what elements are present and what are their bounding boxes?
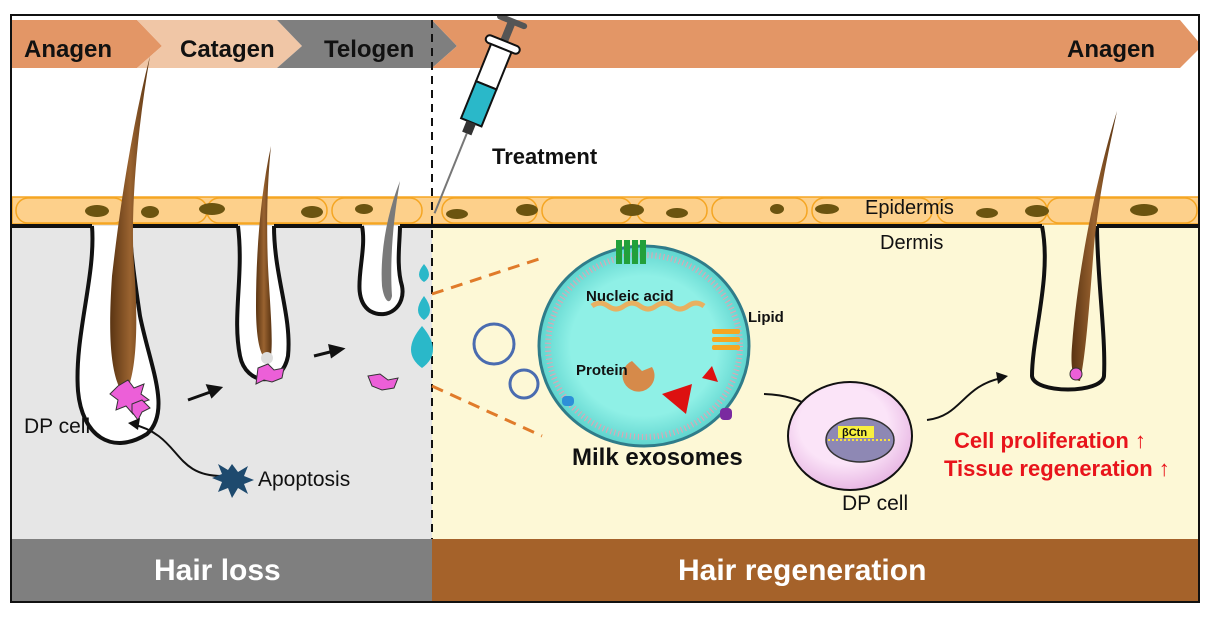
epidermis-layer [12,196,1198,225]
cell-proliferation-label: Cell proliferation ↑ [954,428,1146,453]
beta-catenin-label: βCtn [842,427,868,439]
cell-to-follicle-arrowhead [996,372,1008,384]
panel-hair-loss-label: Hair loss [154,554,281,587]
protein-triangle-small [702,366,718,382]
panel-hair-regeneration-bg [432,539,1198,601]
phase-label-catagen: Catagen [180,36,275,63]
regenerated-follicle [1029,111,1117,392]
milk-exosome-diagram [537,240,751,448]
catagen-follicle [235,146,291,382]
milk-exosomes-label: Milk exosomes [572,444,743,471]
dp-cell-diagram [787,381,913,491]
protein-icon [622,361,655,392]
nucleic-acid-label: Nucleic acid [586,288,674,305]
cell-to-follicle-arrow [926,377,1003,421]
panel-hair-regeneration-label: Hair regeneration [678,554,927,587]
panel-hair-loss-bg [12,539,432,601]
dp-cell-cluster-catagen [255,363,285,385]
treatment-label: Treatment [492,144,598,169]
apoptosis-arrowhead [128,418,140,430]
phase-arrow-telogen [277,20,457,68]
phase-label-anagen: Anagen [24,36,113,63]
protein-label: Protein [576,362,628,379]
dp-cell-cluster-telogen [367,373,399,391]
phase-arrow-catagen [137,20,302,68]
zoom-lines [431,256,543,438]
phase-arrow-anagen-right [432,20,1198,68]
dermis-label: Dermis [880,232,944,254]
diagram-canvas [12,16,1198,601]
phase-arrow-anagen [12,20,162,68]
dp-cell-label-right: DP cell [842,492,909,515]
dp-cell-cluster-anagen [109,379,151,421]
protein-triangle-large [662,384,692,414]
tissue-regeneration-label: Tissue regeneration ↑ [944,456,1170,481]
phase-label-telogen: Telogen [324,36,415,63]
lipid-icon [712,329,740,350]
telogen-follicle [357,181,405,317]
apoptosis-arrow [131,423,223,477]
dp-cell-label-left: DP cell [24,415,91,438]
nucleic-acid-icon [590,300,706,312]
small-exosomes [472,322,540,400]
lipid-label: Lipid [748,309,784,326]
diagram-frame: Anagen Catagen Telogen Anagen Treatment … [10,14,1200,603]
apoptosis-star-icon [212,464,254,498]
phase-label-anagen-right: Anagen [1067,36,1156,63]
epidermis-label: Epidermis [865,197,954,219]
progression-arrows [187,343,346,402]
syringe-icon [433,16,528,214]
exosome-droplets [411,264,433,368]
apoptosis-label: Apoptosis [258,468,351,491]
membrane-protein-icon [616,240,646,264]
